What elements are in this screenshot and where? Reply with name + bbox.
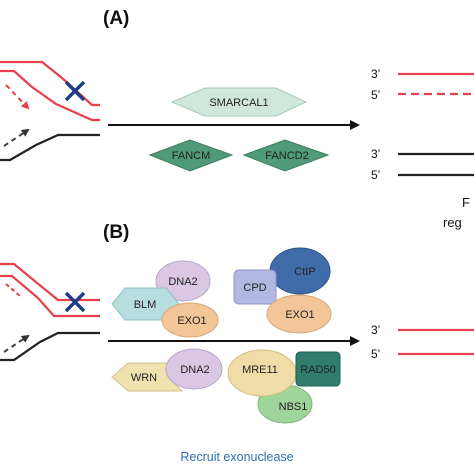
rad50-label: RAD50 <box>300 364 335 376</box>
smarcal1-label: SMARCAL1 <box>209 97 268 109</box>
exo1-left-shape: EXO1 <box>161 302 219 338</box>
panel-b-red-3prime-label: 3’ <box>371 323 380 337</box>
exo1-right-label: EXO1 <box>285 309 314 321</box>
cpd-shape: CPD <box>233 269 277 305</box>
panel-a-clipped-text-line1: F <box>462 195 470 210</box>
panel-b-red-5prime-label: 5’ <box>371 347 380 361</box>
panel-b-fork-black-strand <box>0 331 100 362</box>
panel-b-fork-red-outer <box>0 262 100 302</box>
dna2-top-shape: DNA2 <box>155 260 211 302</box>
nbs1-label: NBS1 <box>279 401 308 413</box>
panel-a-fork-red-outer <box>0 60 100 107</box>
rad50-shape: RAD50 <box>295 351 341 387</box>
panel-a-red-5prime-label: 5’ <box>371 88 380 102</box>
panel-b-fork-red-inner <box>0 274 100 318</box>
panel-b-block-icon <box>64 291 86 313</box>
ctip-label: CtIP <box>294 266 315 278</box>
panel-b-caption: Recruit exonuclease <box>180 450 293 464</box>
panel-a-stalled-fork <box>0 60 100 162</box>
panel-b-label: (B) <box>103 222 129 243</box>
dna2-top-label: DNA2 <box>168 276 197 288</box>
exo1-right-shape: EXO1 <box>266 294 332 334</box>
panel-a-product: 3’ 5’ 3’ 5’ F reg <box>371 67 474 230</box>
fancd2-label: FANCD2 <box>265 150 308 162</box>
panel-a-dark-nascent-arrow <box>3 128 30 147</box>
ctip-shape: CtIP <box>269 247 331 295</box>
dna2-bottom-shape: DNA2 <box>165 348 223 390</box>
panel-a-black-3prime-label: 3’ <box>371 147 380 161</box>
panel-b-red-nascent <box>5 283 21 297</box>
panel-a-fork-red-inner <box>0 69 100 122</box>
panel-a-red-nascent-arrow <box>5 84 30 110</box>
wrn-label: WRN <box>131 372 157 384</box>
panel-a-label: (A) <box>103 8 129 29</box>
panel-a-block-icon <box>64 80 86 102</box>
panel-b-dark-nascent-arrow <box>3 334 30 353</box>
panel-a-fork-black-strand <box>0 133 100 162</box>
smarcal1-shape: SMARCAL1 <box>170 87 308 117</box>
panel-a-black-5prime-label: 5’ <box>371 168 380 182</box>
panel-b-stalled-fork <box>0 262 100 362</box>
fancm-label: FANCM <box>172 150 211 162</box>
mre11-label: MRE11 <box>242 364 278 376</box>
exo1-left-label: EXO1 <box>177 315 206 327</box>
dna2-bottom-label: DNA2 <box>180 364 209 376</box>
blm-label: BLM <box>134 299 157 311</box>
panel-b-product: 3’ 5’ <box>371 323 474 361</box>
mre11-shape: MRE11 <box>227 349 297 397</box>
panel-a-clipped-text-line2: reg <box>443 215 462 230</box>
fancd2-shape: FANCD2 <box>242 139 330 172</box>
fancm-shape: FANCM <box>148 139 234 172</box>
wrn-shape: WRN <box>111 362 184 392</box>
blm-shape: BLM <box>111 287 180 321</box>
cpd-label: CPD <box>243 282 266 294</box>
panel-a-red-3prime-label: 3’ <box>371 67 380 81</box>
